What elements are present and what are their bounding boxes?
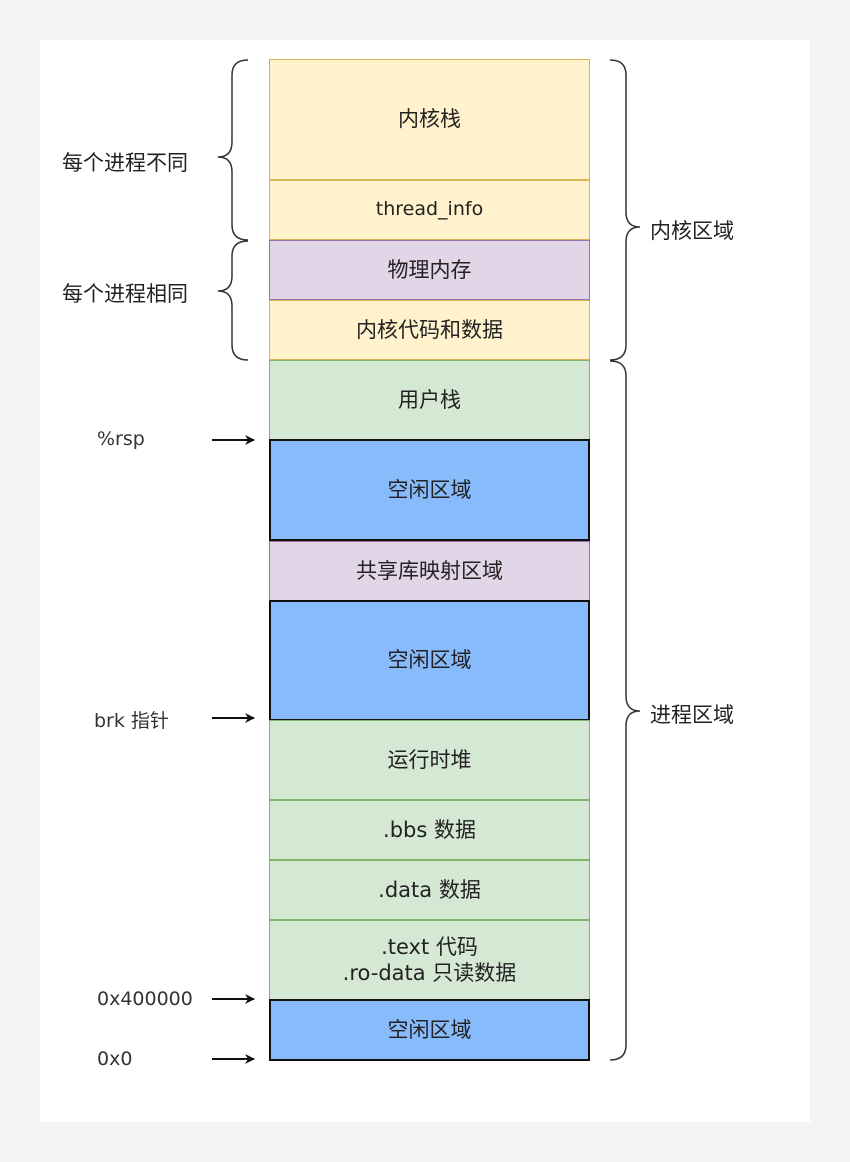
free-area-segment: 空闲区域 — [269, 600, 590, 721]
process-region-label: 进程区域 — [650, 703, 734, 727]
address-0x0-label: 0x0 — [97, 1048, 133, 1070]
per-process-different-label: 每个进程不同 — [62, 151, 188, 175]
user-stack-segment: 用户栈 — [269, 360, 590, 440]
shared-library-segment: 共享库映射区域 — [269, 541, 590, 601]
data-segment: .data 数据 — [269, 860, 590, 920]
thread-info-segment: thread_info — [269, 180, 590, 240]
physical-memory-segment: 物理内存 — [269, 240, 590, 300]
per-process-same-label: 每个进程相同 — [62, 282, 188, 306]
runtime-heap-segment: 运行时堆 — [269, 720, 590, 800]
bbs-data-segment: .bbs 数据 — [269, 800, 590, 860]
kernel-region-label: 内核区域 — [650, 219, 734, 243]
text-rodata-segment: .text 代码 .ro-data 只读数据 — [269, 920, 590, 1000]
kernel-code-data-segment: 内核代码和数据 — [269, 300, 590, 360]
rsp-pointer-label: %rsp — [97, 428, 145, 450]
free-area-segment: 空闲区域 — [269, 439, 590, 541]
free-area-segment: 空闲区域 — [269, 999, 590, 1061]
brk-pointer-label: brk 指针 — [94, 710, 169, 732]
kernel-stack-segment: 内核栈 — [269, 59, 590, 180]
address-0x400000-label: 0x400000 — [97, 988, 193, 1010]
